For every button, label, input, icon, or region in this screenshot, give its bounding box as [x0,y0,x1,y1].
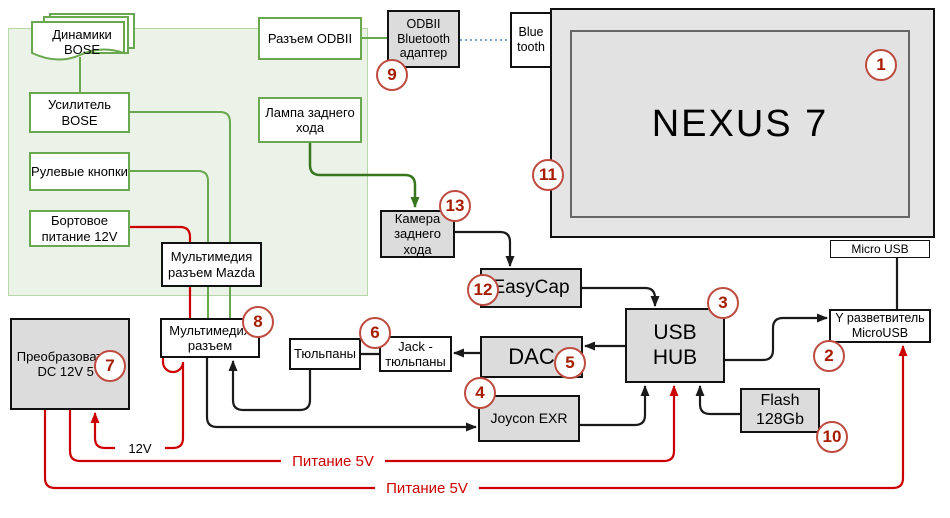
edge-easycap-hub [582,286,660,307]
node-y-splitter: Y разветвитель MicroUSB [829,309,931,343]
node-board-power: Бортовое питание 12V [29,210,130,247]
edge-steering-multimedia [130,170,209,318]
edge-boardpower-multimedia [130,225,192,318]
wire-label-12v: 12V [115,440,165,457]
node-easycap-label: EasyCap [492,276,570,298]
node-flash-label2: 128Gb [755,410,805,428]
node-y-splitter-label2: MicroUSB [851,326,909,340]
node-bluetooth-label: Blue [518,25,544,40]
badge-13: 13 [439,190,471,222]
node-y-splitter-label: Y разветвитель [835,311,925,326]
badge-9: 9 [376,59,408,91]
node-jack-tulips-label2: тюльпаны [385,354,446,369]
badge-8: 8 [242,306,274,338]
badge-12: 12 [467,274,499,306]
badge-2: 2 [813,340,845,372]
edge-amp-multimedia [130,111,231,318]
node-converter-label2: DC 12V 5V [37,364,103,379]
badge-5: 5 [554,347,586,379]
node-amp-label: Усилитель [48,97,111,113]
edge-multimedia-joycon [205,358,477,432]
node-jack-tulips: Jack - тюльпаны [379,336,452,372]
node-camera-label3: хода [403,241,432,257]
node-micro-usb-label: Micro USB [851,241,909,256]
node-multimedia-connector-label: Мультимедия [169,322,251,338]
node-bluetooth-label2: tooth [517,40,545,54]
edge-joycon-hub [580,385,650,427]
node-odb-bt-adapter-label: ODBII [406,16,441,31]
node-odb-connector: Разъем ODBII [258,17,362,60]
badge-4: 4 [464,377,496,409]
badge-7: 7 [94,350,126,382]
node-mazda-connector: Мультимедия разъем Mazda [161,242,262,287]
node-bluetooth: Blue tooth [510,12,552,68]
edge-lamp-camera [308,143,420,208]
node-jack-tulips-label: Jack - [398,338,433,354]
node-dac-label: DAC [508,344,555,370]
node-usb-hub-label2: HUB [652,345,698,369]
node-speakers: Динамики BOSE [40,25,124,59]
edge-multimedia-converter-12v [90,358,185,450]
badge-10: 10 [816,421,848,453]
node-speakers-label: Динамики [52,26,112,42]
node-tulips-label: Тюльпаны [294,346,356,362]
edge-camera-easycap [455,230,515,267]
node-nexus-screen: NEXUS 7 [570,30,910,218]
node-multimedia-connector-label2: разъем [187,338,233,353]
node-flash: Flash 128Gb [740,388,820,433]
node-usb-hub: USB HUB [625,308,725,383]
node-odb-bt-adapter-label3: адаптер [399,46,448,61]
node-usb-hub-label: USB [653,320,697,344]
node-tulips: Тюльпаны [289,338,361,370]
node-joycon-label: Joycon EXR [490,410,568,427]
node-odb-bt-adapter: ODBII Bluetooth адаптер [387,10,460,68]
badge-1: 1 [865,49,897,81]
node-reverse-lamp-label2: хода [295,120,325,135]
node-mazda-connector-label2: разъем Mazda [168,264,255,280]
node-reverse-lamp-label: Лампа заднего [265,104,355,120]
speakers-documents-shape [31,13,135,61]
node-amp-label2: BOSE [61,112,98,128]
node-multimedia-connector: Мультимедия разъем [160,318,260,358]
edge-tulips-multimedia [228,360,312,412]
node-board-power-label2: питание 12V [41,228,118,244]
node-odb-connector-label: Разъем ODBII [267,30,353,46]
node-micro-usb: Micro USB [830,240,930,258]
node-steering: Рулевые кнопки [29,152,130,191]
badge-6: 6 [359,317,391,349]
node-camera-label2: заднего [394,226,441,242]
badge-3: 3 [707,287,739,319]
node-odb-bt-adapter-label2: Bluetooth [397,31,450,46]
node-amp: Усилитель BOSE [29,92,130,133]
node-reverse-lamp: Лампа заднего хода [258,97,362,143]
node-steering-label: Рулевые кнопки [31,163,128,179]
edge-hub-ysplitter [725,313,828,362]
node-joycon: Joycon EXR [478,395,580,442]
node-camera: Камера заднего хода [380,210,455,258]
node-board-power-label: Бортовое [51,213,108,229]
node-mazda-connector-label: Мультимедия [170,249,253,265]
edge-flash-hub [695,385,740,416]
node-nexus-label: NEXUS 7 [651,102,829,145]
node-camera-label: Камера [394,211,441,227]
badge-11: 11 [532,159,564,191]
node-speakers-label2: BOSE [63,42,101,57]
node-flash-label: Flash [760,391,800,409]
wire-label-power5v-a: Питание 5V [281,452,385,470]
wire-label-power5v-b: Питание 5V [375,479,479,497]
